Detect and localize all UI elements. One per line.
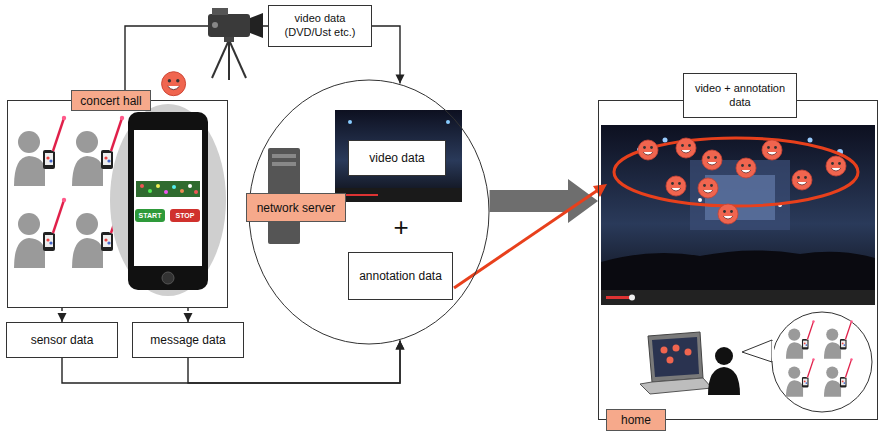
video-thumbnail bbox=[335, 110, 462, 202]
section-tag: concert hall bbox=[71, 90, 151, 111]
box-label: video + annotation data bbox=[684, 74, 796, 117]
box-label: message data bbox=[133, 323, 243, 357]
arrow-head bbox=[184, 313, 193, 322]
output-box: video + annotation data bbox=[683, 73, 797, 118]
connector bbox=[184, 308, 193, 322]
video-camera bbox=[208, 8, 263, 80]
box-label: video data bbox=[349, 141, 445, 175]
data-box: video data bbox=[348, 140, 446, 176]
button-label: STOP bbox=[170, 209, 200, 222]
data-box: sensor data bbox=[6, 322, 118, 358]
data-box: annotation data bbox=[348, 252, 453, 300]
box-label: annotation data bbox=[349, 253, 452, 299]
home-frame: home bbox=[598, 100, 878, 420]
button-label: START bbox=[135, 209, 165, 222]
arrow-head bbox=[396, 74, 405, 83]
box-label: video data (DVD/Ust etc.) bbox=[269, 6, 371, 46]
data-box: message data bbox=[132, 322, 244, 358]
source-box: video data (DVD/Ust etc.) bbox=[268, 5, 372, 47]
server-ellipse: network servervideo data annotation data bbox=[248, 79, 490, 345]
home-viewer bbox=[640, 312, 872, 412]
connector-line bbox=[125, 26, 268, 100]
arrow-head bbox=[396, 341, 405, 350]
connector bbox=[372, 26, 405, 83]
connector bbox=[125, 26, 268, 100]
box-label: sensor data bbox=[7, 323, 117, 357]
annotation-arrow bbox=[454, 184, 607, 288]
arrow-head bbox=[396, 341, 405, 350]
audience bbox=[14, 116, 124, 268]
arrow-head bbox=[58, 313, 67, 322]
connector bbox=[58, 308, 67, 322]
plus-sign: + bbox=[390, 212, 412, 242]
video-player bbox=[601, 125, 875, 305]
venue-frame: concert hall bbox=[7, 100, 228, 308]
section-tag: network server bbox=[246, 193, 346, 222]
section-tag: home bbox=[606, 409, 666, 431]
